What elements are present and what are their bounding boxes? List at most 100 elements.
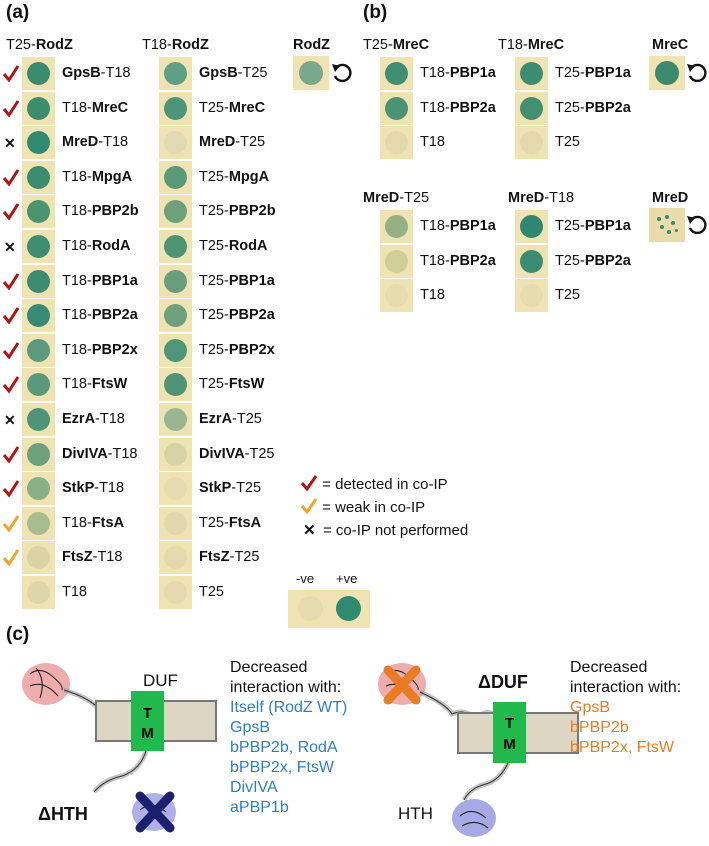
panel-label-a: (a) [6,2,30,23]
colony-spot [515,210,548,243]
colony-spot [159,264,192,298]
construct-label: T18 [420,287,445,304]
self-header-mred: MreD [652,190,689,206]
construct-label: T18-FtsA [62,514,125,531]
interaction-item: DivIVA [230,779,278,796]
colony-spot [159,437,192,471]
tm-segment-left [131,691,164,751]
construct-label: T18-PBP2a [62,307,138,324]
caption-right-head-1: Decreased [570,659,648,676]
check-orange-icon [2,514,20,535]
colony-spot [380,244,413,278]
legend-weak: = weak in co-IP [300,498,425,516]
pos-control-label: +ve [336,571,358,586]
colony-spot [515,91,548,125]
hth-domain-right [452,799,496,837]
colony-spot [22,576,55,609]
construct-label: T18-PBP1a [62,272,138,289]
construct-label: T25-FtsA [199,514,262,531]
construct-label: T25 [555,287,580,304]
interaction-item: GpsB [570,699,611,716]
check-red-icon [2,65,20,85]
colony-spot [22,195,55,229]
legend-not-performed: ✕= co-IP not performed [303,522,469,539]
self-header-mrec: MreC [652,37,689,53]
construct-label: T25-PBP2a [555,252,631,269]
colony-spot [22,160,55,194]
col1-header-b1: T25-MreC [363,37,430,53]
colony-spot [22,91,55,125]
construct-label: T25-PBP1a [555,65,631,81]
self-interaction-icon [687,63,707,83]
cross-icon: ✕ [4,135,16,152]
construct-label: T25-PBP1a [555,218,631,234]
construct-label: DivIVA-T18 [62,445,138,462]
colony-spot [515,244,548,278]
col1-header-b2: MreD-T25 [363,190,430,206]
tm-letter-m-right: M [503,736,516,753]
cyto-linker-line-left [93,750,147,793]
construct-label: T18-PBP1a [420,65,496,81]
panel-c-schematic: T M T M [22,663,579,837]
cyto-linker-line-right [463,762,509,801]
construct-label: T18-FtsW [62,376,128,393]
caption-right-items: GpsB bPBP2b bPBP2x, FtsW [570,698,681,758]
tm-segment-right [493,702,526,763]
construct-label: T18-RodA [62,238,131,254]
colony-spot [22,472,55,506]
construct-label: T25-MreC [199,99,266,116]
panel-label-c: (c) [6,624,30,645]
self-interaction-icon [332,63,352,83]
construct-label: T18-PBP2a [420,252,496,269]
check-red-icon [2,272,20,293]
colony-spot [380,57,413,90]
colony-spot [515,57,548,90]
construct-label: T18 [62,584,87,600]
tm-letter-m-left: M [141,725,154,742]
col1-header-a: T25-RodZ [6,37,73,53]
tm-letter-t-right: T [505,715,514,732]
interaction-item: bPBP2b [570,719,629,736]
colony-spot [22,368,55,402]
colony-spot [380,91,413,125]
col2-header-a: T18-RodZ [142,37,209,53]
construct-label: FtsZ-T25 [199,549,260,566]
x-mark-duf-icon [383,665,421,705]
neg-control-spot [298,596,323,621]
duf-domain-left [22,663,70,705]
construct-label: FtsZ-T18 [62,549,123,566]
col2-header-b1: T18-MreC [498,37,565,53]
construct-label: T25-RodA [199,238,268,254]
colony-spot [22,126,55,160]
colony-spot [159,91,192,125]
construct-label: T18-PBP2b [62,203,139,220]
check-orange-icon [2,549,20,569]
colony-spot [159,333,192,367]
construct-label: MreD-T18 [62,134,129,151]
construct-label: StkP-T25 [199,480,262,497]
colony-spot [159,230,192,263]
construct-label: T18-PBP1a [420,218,496,234]
colony-spot [515,126,548,160]
cyto-linker-left [92,750,149,794]
cross-icon: ✕ [4,412,16,428]
colony-spot [22,437,55,471]
construct-label: T18-PBP2a [420,99,496,116]
legend-detected: = detected in co-IP [300,475,448,493]
interaction-item: Itself (RodZ WT) [230,699,348,716]
check-red-icon [2,168,20,189]
interaction-item: bPBP2x, FtsW [570,739,675,756]
check-red-icon [2,341,20,362]
self-spot-rodz [293,56,329,90]
neg-control-label: -ve [296,571,315,586]
check-red-icon [2,480,20,500]
colony-spot [159,126,192,160]
interaction-item: bPBP2b, RodA [230,739,338,756]
tm-letter-t-left: T [143,705,152,722]
construct-label: StkP-T18 [62,480,125,497]
construct-label: EzrA-T18 [62,411,125,427]
cross-icon: ✕ [303,522,316,539]
